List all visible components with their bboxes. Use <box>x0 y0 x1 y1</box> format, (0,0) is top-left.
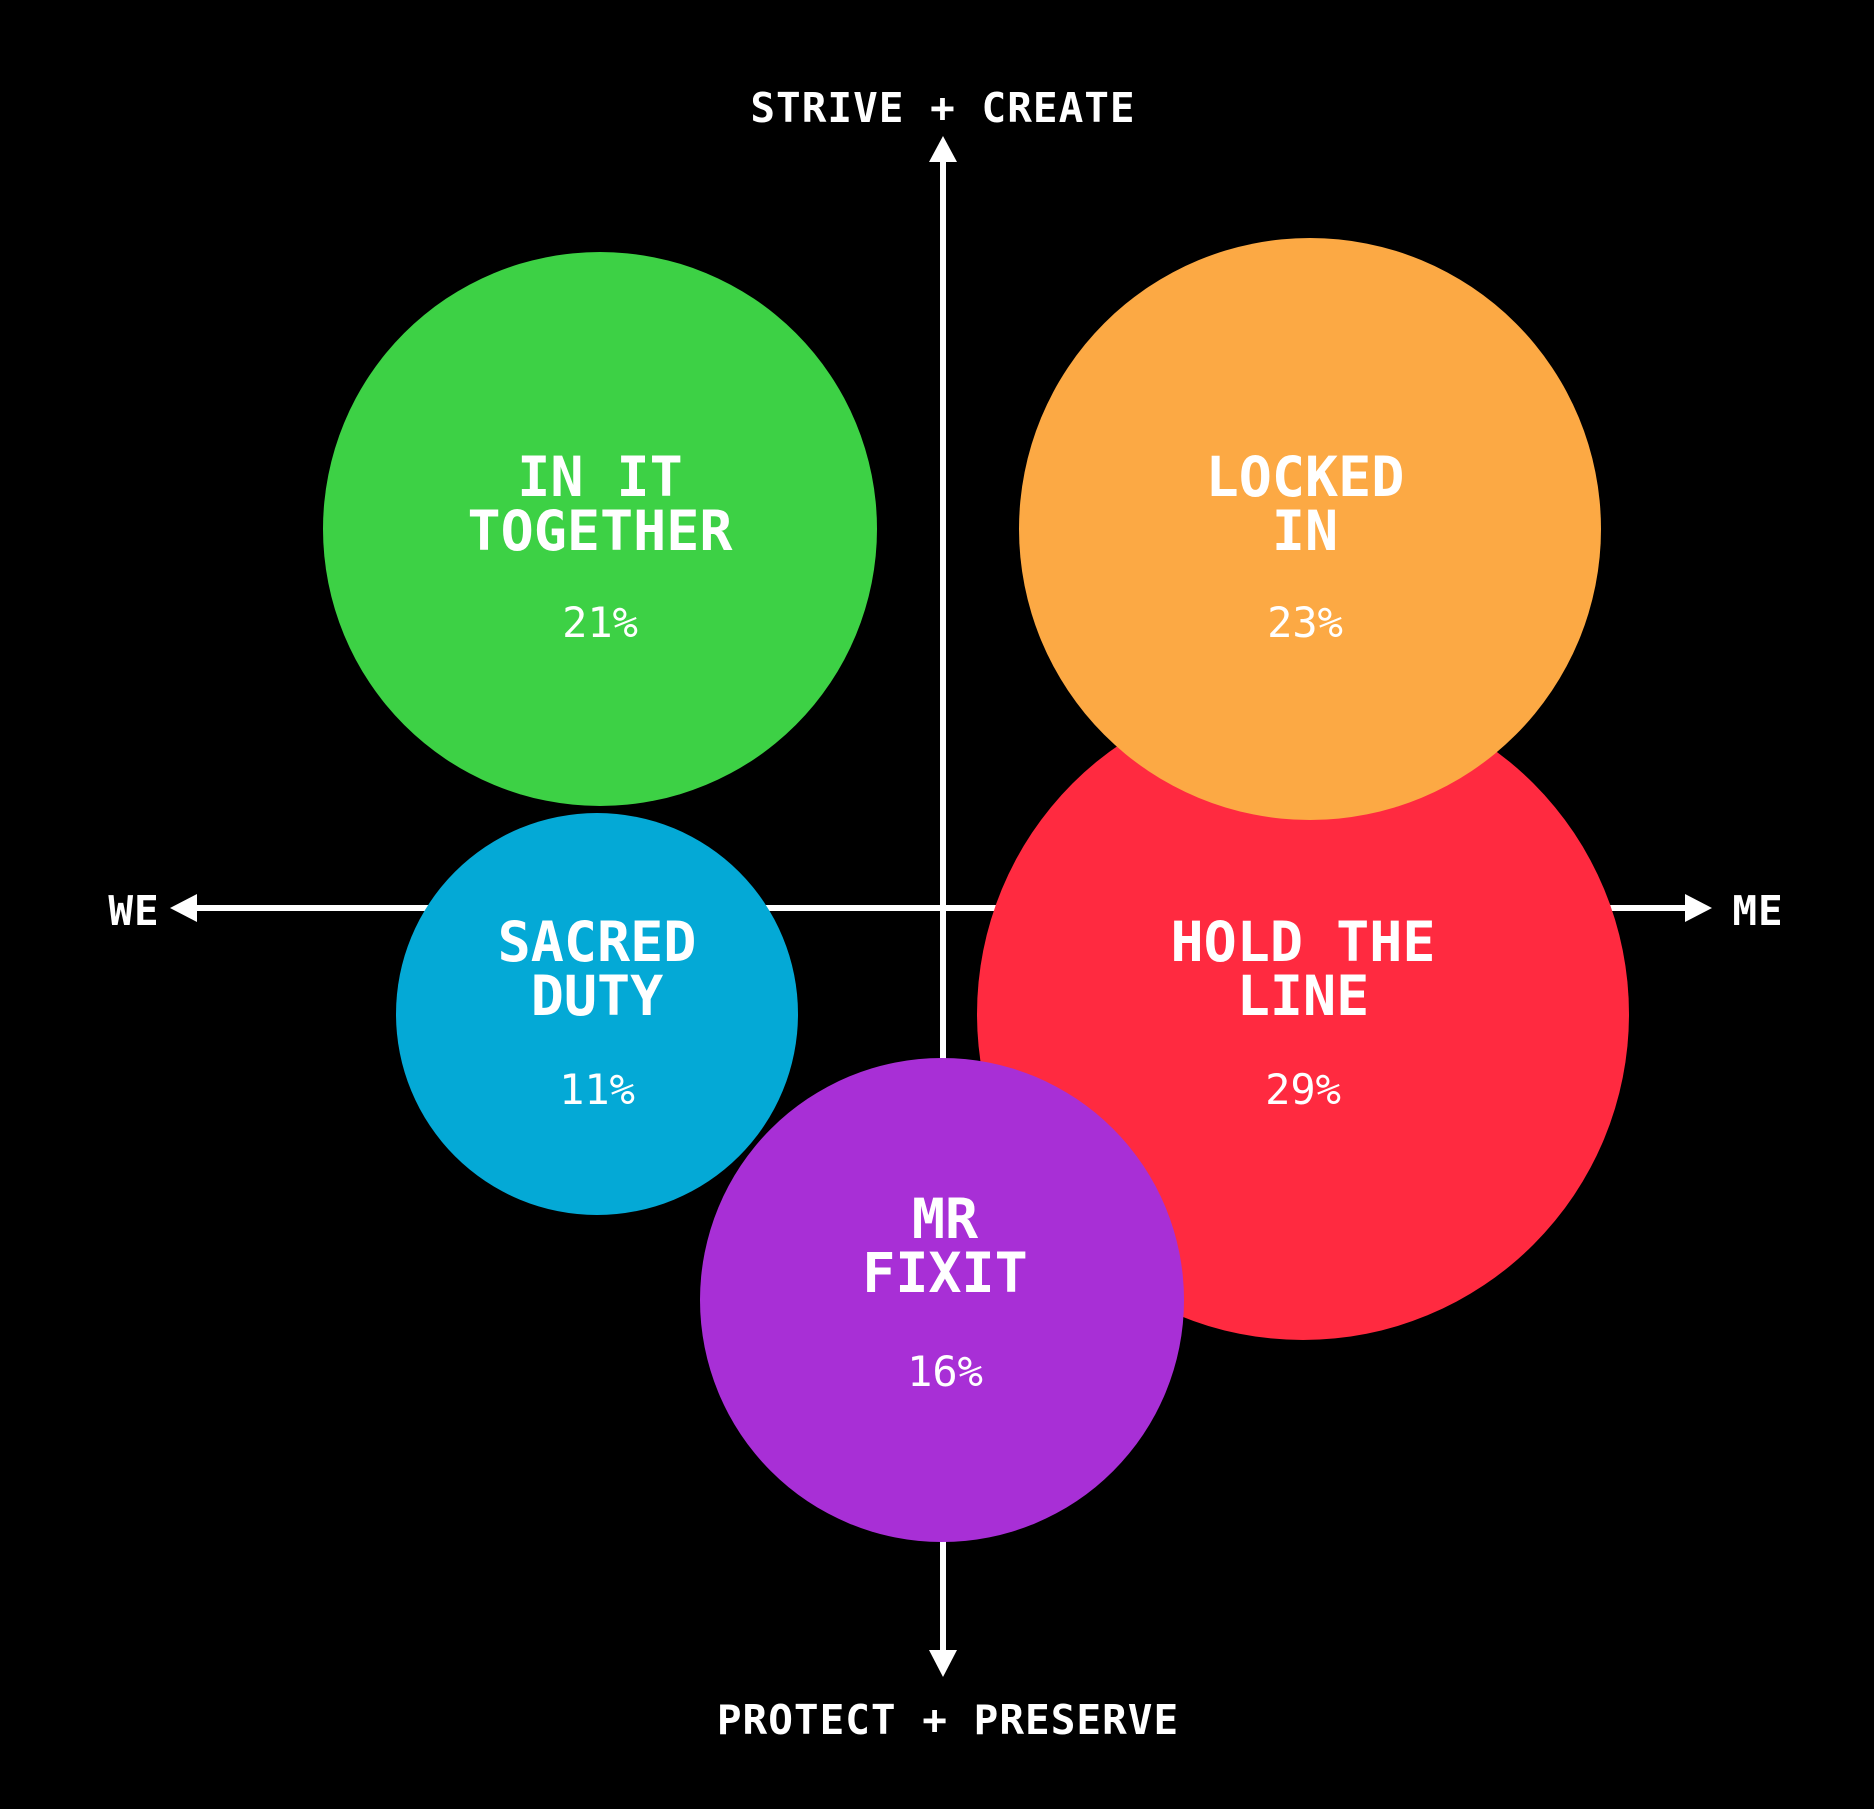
bubble-circle <box>700 1058 1184 1542</box>
arrow-up-icon <box>929 136 957 162</box>
bubble-title-line: LOCKED <box>1206 445 1405 509</box>
arrow-left-icon <box>170 894 197 922</box>
bubble-sacred-duty: SACRED DUTY 11% <box>396 813 798 1215</box>
bubble-percentage: 21% <box>562 598 638 647</box>
bubble-locked-in: LOCKED IN 23% <box>1019 238 1601 820</box>
axis-label-right: ME <box>1732 887 1783 935</box>
bubble-circle <box>396 813 798 1215</box>
axes: STRIVE + CREATE PROTECT + PRESERVE WE ME <box>108 84 1783 1744</box>
bubbles: IN IT TOGETHER 21% HOLD THE LINE 29% LOC… <box>323 238 1629 1542</box>
bubble-percentage: 23% <box>1267 598 1343 647</box>
bubble-title-line: TOGETHER <box>468 499 734 563</box>
bubble-circle <box>1019 238 1601 820</box>
bubble-title-line: FIXIT <box>862 1241 1028 1305</box>
bubble-in-it-together: IN IT TOGETHER 21% <box>323 252 877 806</box>
arrow-right-icon <box>1685 894 1712 922</box>
axis-label-top: STRIVE + CREATE <box>750 84 1135 132</box>
bubble-title-line: SACRED <box>498 910 697 974</box>
bubble-circle <box>323 252 877 806</box>
bubble-title-line: IN IT <box>517 445 683 509</box>
axis-label-bottom: PROTECT + PRESERVE <box>717 1696 1179 1744</box>
bubble-title-line: DUTY <box>531 964 663 1028</box>
arrow-down-icon <box>929 1650 957 1677</box>
bubble-title-line: LINE <box>1237 964 1369 1028</box>
bubble-percentage: 16% <box>907 1347 983 1396</box>
bubble-title-line: HOLD THE <box>1171 910 1436 974</box>
axis-label-left: WE <box>108 887 159 935</box>
bubble-mr-fixit: MR FIXIT 16% <box>700 1058 1184 1542</box>
bubble-percentage: 11% <box>559 1065 635 1114</box>
bubble-title-line: IN <box>1272 499 1338 563</box>
bubble-percentage: 29% <box>1265 1065 1341 1114</box>
bubble-title-line: MR <box>912 1187 979 1251</box>
